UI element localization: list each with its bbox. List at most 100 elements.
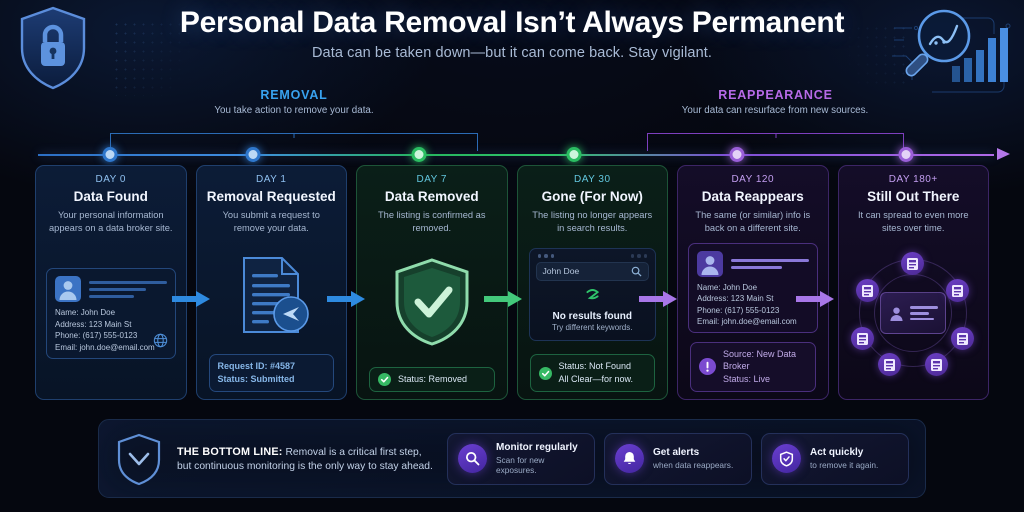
status-pill-text: Request ID: #4587 Status: Submitted [218, 360, 296, 386]
timeline-dot-day7[interactable] [411, 147, 427, 162]
no-results-title: No results found [552, 310, 632, 322]
step-day-label: DAY 1 [256, 174, 287, 185]
step-visual [364, 235, 500, 367]
step-card-day120[interactable]: DAY 120 Data Reappears The same (or simi… [677, 165, 829, 400]
globe-icon [153, 333, 168, 353]
step-card-day1[interactable]: DAY 1 Removal Requested You submit a req… [195, 165, 347, 400]
action-get-alerts[interactable]: Get alerts when data reappears. [604, 432, 752, 485]
status-pill-line1: Source: New Data Broker [723, 348, 797, 372]
status-pill: Request ID: #4587 Status: Submitted [208, 354, 334, 392]
record-field: Name: John Doe [697, 282, 758, 292]
step-description: The listing no longer appears in search … [532, 210, 653, 233]
step-card-day7[interactable]: DAY 7 Data Removed The listing is confir… [356, 165, 508, 400]
step-visual: Name: John Doe Address: 123 Main St Phon… [685, 235, 821, 342]
step-title: Data Found [73, 189, 148, 204]
step-day-label: DAY 7 [416, 174, 447, 185]
no-results-icon [586, 288, 599, 300]
action-title: Monitor regularly [496, 442, 578, 454]
record-placeholder-lines [89, 280, 167, 298]
doc-node [925, 353, 949, 377]
doc-node [901, 252, 925, 276]
arrow-step1-step2 [172, 291, 210, 307]
arrow-step2-step3 [327, 291, 365, 307]
timeline-dot-day1[interactable] [245, 147, 261, 162]
record-field: Address: 123 Main St [55, 319, 132, 329]
step-day-label: DAY 120 [731, 174, 775, 185]
document-icon [243, 256, 310, 333]
step-day-label: DAY 180+ [888, 174, 938, 185]
step-visual [204, 235, 340, 355]
timeline-dot-day30[interactable] [566, 147, 582, 162]
step-card-day30[interactable]: DAY 30 Gone (For Now) The listing no lon… [516, 165, 668, 400]
window-dots-right [630, 254, 647, 258]
avatar-icon [697, 250, 723, 277]
status-pill-text: Source: New Data Broker Status: Live [723, 348, 807, 386]
step-title: Gone (For Now) [541, 189, 643, 204]
step-title: Data Removed [384, 189, 479, 204]
action-monitor-regularly[interactable]: Monitor regularly Scan for new exposures… [447, 432, 595, 485]
id-card-icon [880, 292, 947, 335]
search-query-value: John Doe [542, 266, 580, 277]
record-field: Email: john.doe@email.com [697, 317, 797, 327]
status-pill-text: Status: Removed [398, 373, 467, 386]
timeline-dot-day0[interactable] [102, 147, 118, 162]
timeline-dot-day120[interactable] [729, 147, 745, 162]
timeline-cards: DAY 0 Data Found Your personal informati… [35, 165, 989, 400]
timeline [38, 147, 1010, 162]
status-pill-line1: Status: Not Found [558, 361, 632, 372]
step-card-day0[interactable]: DAY 0 Data Found Your personal informati… [35, 165, 187, 400]
step-card-day180[interactable]: DAY 180+ Still Out There It can spread t… [837, 165, 989, 400]
step-description: Your personal information appears on a d… [48, 210, 173, 233]
record-fields: Name: John Doe Address: 123 Main St Phon… [55, 308, 167, 352]
bottom-line-text: THE BOTTOM LINE: Removal is a critical f… [177, 446, 433, 472]
timeline-arrow-icon [997, 148, 1010, 160]
action-subtitle: to remove it again. [810, 459, 879, 470]
phase-removal-label: REMOVAL [260, 88, 328, 102]
step-visual [846, 235, 982, 392]
bottom-line-headline: THE BOTTOM LINE: [177, 445, 283, 458]
doc-node [951, 327, 975, 351]
arrow-step5-step6 [796, 291, 834, 307]
status-pill: Status: Not Found All Clear—for now. [529, 354, 655, 392]
bottom-line-bar: THE BOTTOM LINE: Removal is a critical f… [98, 419, 926, 498]
status-pill-line2: Status: Submitted [217, 374, 295, 385]
record-header [55, 276, 167, 303]
avatar-icon [55, 276, 81, 303]
avatar-icon [890, 307, 903, 321]
search-mockup: John Doe No results found Try different … [528, 248, 656, 341]
search-input[interactable]: John Doe [535, 261, 649, 281]
doc-node [856, 279, 880, 303]
record-field: Name: John Doe [55, 308, 116, 318]
check-circle-icon [538, 366, 552, 380]
phase-removal-sub: You take action to remove your data. [214, 105, 374, 116]
timeline-dot-day180[interactable] [898, 147, 914, 162]
step-description: The same (or similar) info is back on a … [695, 210, 811, 233]
bracket-reappearance [647, 133, 904, 151]
action-title: Get alerts [653, 447, 700, 459]
dot-grid-left [112, 20, 194, 96]
status-pill-line1: Status: Removed [398, 374, 468, 385]
bell-icon [615, 444, 644, 473]
phase-reappearance-sub: Your data can resurface from new sources… [681, 105, 869, 116]
record-field: Email: john.doe@email.com [55, 342, 155, 352]
data-record-panel: Name: John Doe Address: 123 Main St Phon… [688, 242, 818, 334]
status-pill: Status: Removed [369, 367, 495, 392]
header: Personal Data Removal Isn’t Always Perma… [0, 6, 1024, 61]
step-day-label: DAY 30 [573, 174, 611, 185]
record-header [697, 250, 809, 277]
shield-chevron-icon [117, 433, 161, 485]
status-pill-line1: Request ID: #4587 [217, 361, 296, 372]
action-act-quickly[interactable]: Act quickly to remove it again. [761, 432, 909, 485]
step-title: Removal Requested [206, 189, 336, 204]
status-pill: Source: New Data Broker Status: Live [690, 341, 816, 392]
step-visual: Name: John Doe Address: 123 Main St Phon… [43, 235, 179, 392]
step-day-label: DAY 0 [95, 174, 126, 185]
action-subtitle: when data reappears. [653, 459, 734, 470]
page-title: Personal Data Removal Isn’t Always Perma… [179, 6, 845, 39]
action-subtitle: Scan for new exposures. [496, 454, 545, 475]
doc-node [946, 279, 970, 303]
status-pill-line2: All Clear—for now. [558, 374, 634, 385]
step-description: It can spread to even more sites over ti… [857, 210, 969, 233]
check-circle-icon [378, 373, 391, 386]
arrow-step3-step4 [484, 291, 522, 307]
